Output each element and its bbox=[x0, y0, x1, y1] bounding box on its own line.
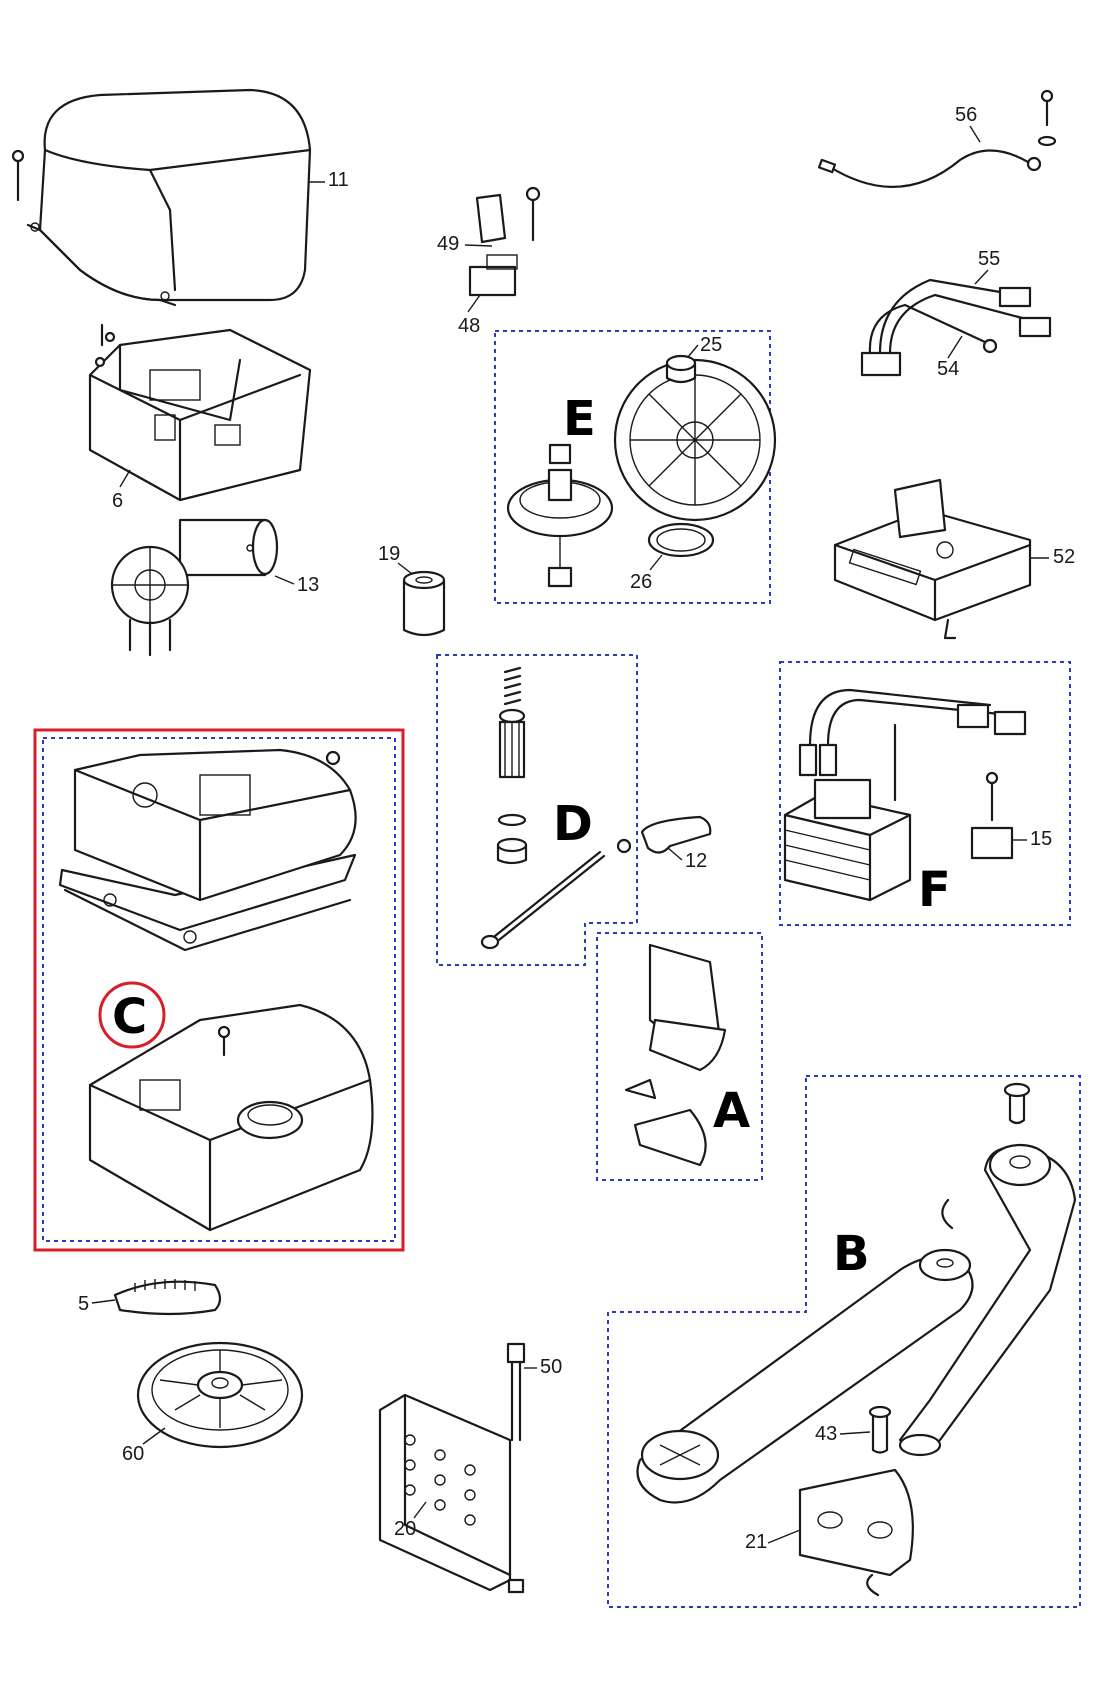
part-number-15: 15 bbox=[1030, 828, 1052, 850]
part-number-48: 48 bbox=[458, 315, 480, 337]
part-number-20: 20 bbox=[394, 1518, 416, 1540]
group-letter-C: C bbox=[112, 989, 147, 1045]
group-letter-A: A bbox=[713, 1083, 750, 1139]
part-50-bolt bbox=[506, 1342, 526, 1594]
group-box-C bbox=[42, 737, 396, 1242]
part-56-cable bbox=[817, 89, 1057, 188]
group-box-C-highlight bbox=[33, 728, 405, 1252]
part-number-12: 12 bbox=[685, 850, 707, 872]
part-number-11: 11 bbox=[328, 169, 349, 191]
group-box-D bbox=[436, 654, 638, 966]
part-54-55-harness bbox=[860, 278, 1052, 377]
group-box-B bbox=[607, 1075, 1081, 1608]
part-number-50: 50 bbox=[540, 1356, 562, 1378]
group-E-gears bbox=[506, 354, 777, 588]
part-48-49-switch bbox=[468, 186, 541, 297]
part-number-26: 26 bbox=[630, 571, 652, 593]
part-20-plate bbox=[378, 1393, 512, 1592]
part-number-54: 54 bbox=[937, 358, 959, 380]
part-number-56: 56 bbox=[955, 104, 977, 126]
part-6-base bbox=[88, 323, 312, 502]
group-letter-F: F bbox=[918, 862, 951, 918]
part-number-49: 49 bbox=[437, 233, 459, 255]
group-F-transformer bbox=[783, 688, 1027, 902]
part-number-43: 43 bbox=[815, 1423, 837, 1445]
group-box-F bbox=[779, 661, 1071, 926]
part-number-52: 52 bbox=[1053, 546, 1075, 568]
part-19-spacer bbox=[402, 570, 446, 637]
part-number-55: 55 bbox=[978, 248, 1000, 270]
part-11-cover bbox=[11, 88, 312, 307]
group-B-arms bbox=[636, 1082, 1077, 1597]
part-number-5: 5 bbox=[78, 1293, 89, 1315]
part-number-19: 19 bbox=[378, 543, 400, 565]
part-60-disc bbox=[136, 1341, 304, 1449]
part-number-6: 6 bbox=[112, 490, 123, 512]
part-number-13: 13 bbox=[297, 574, 319, 596]
part-52-control-board bbox=[833, 478, 1032, 640]
group-letter-B: B bbox=[833, 1226, 870, 1282]
part-13-motor bbox=[110, 518, 279, 657]
part-5-brush bbox=[113, 1279, 222, 1316]
part-number-60: 60 bbox=[122, 1443, 144, 1465]
group-D-shaft bbox=[480, 666, 712, 950]
group-letter-E: E bbox=[563, 391, 596, 447]
part-number-25: 25 bbox=[700, 334, 722, 356]
group-C-letter-circle bbox=[98, 981, 166, 1049]
group-C-housings bbox=[58, 748, 374, 1232]
group-box-A bbox=[596, 932, 763, 1181]
group-letter-D: D bbox=[553, 796, 593, 852]
group-A-brackets bbox=[624, 943, 727, 1167]
part-number-21: 21 bbox=[745, 1531, 767, 1553]
